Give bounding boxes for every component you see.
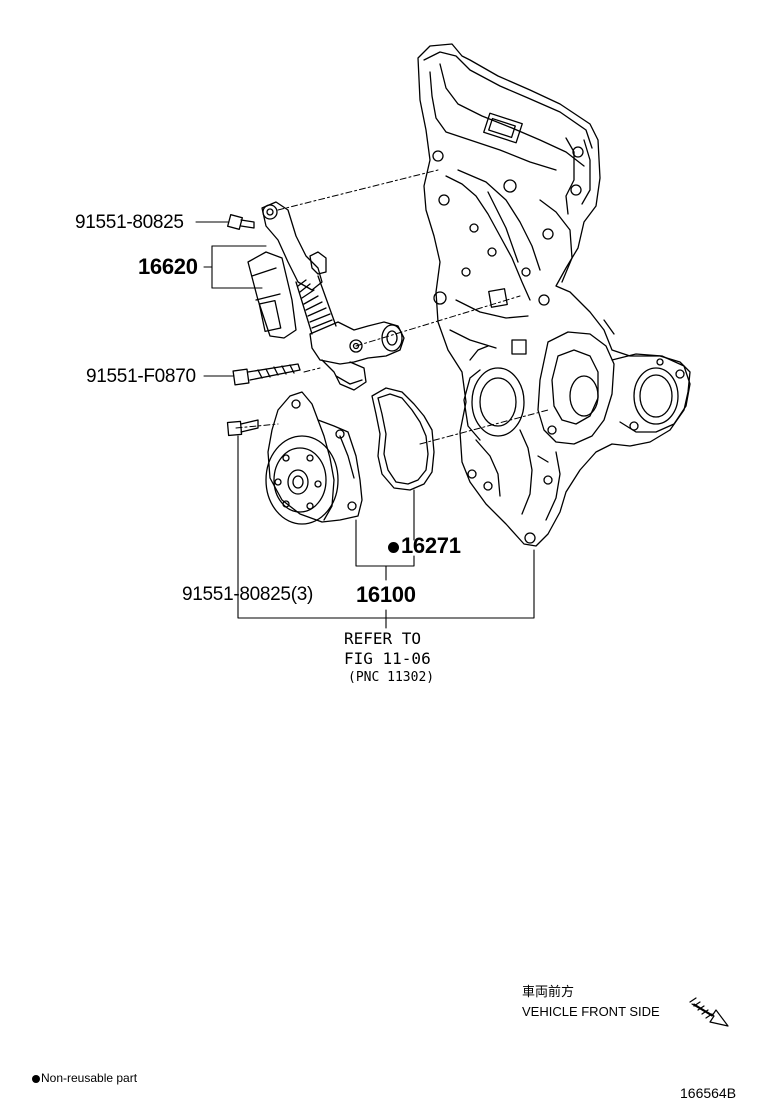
non-reusable-dot-icon (388, 541, 399, 553)
bolt-pump-icon (226, 419, 259, 437)
tensioner-assembly (247, 201, 405, 391)
label-gasket-number: 16271 (401, 533, 461, 558)
label-gasket: 16271 (388, 535, 461, 557)
label-water-pump: 16100 (356, 582, 416, 607)
legend-text: Non-reusable part (41, 1071, 138, 1085)
label-tensioner: 16620 (138, 254, 198, 279)
vehicle-front-arrow-icon (689, 997, 729, 1027)
legend-dot-icon (32, 1074, 40, 1083)
alignment-lines (235, 169, 549, 445)
gasket (371, 387, 435, 491)
leader-lines (195, 221, 535, 629)
refer-line-1: REFER TO (344, 629, 422, 648)
label-bolt-upper: 91551-80825 (75, 212, 184, 233)
label-bolt-pump: 91551-80825(3) (182, 584, 314, 605)
label-bolt-long: 91551-F0870 (86, 366, 196, 387)
refer-line-2: FIG 11-06 (344, 649, 431, 668)
refer-line-3: (PNC 11302) (348, 670, 435, 685)
direction-en: VEHICLE FRONT SIDE (522, 1004, 660, 1019)
water-pump (265, 391, 363, 525)
direction-jp: 車両前方 (522, 985, 575, 1000)
timing-chain-cover (417, 43, 691, 547)
bolt-upper-icon (227, 214, 255, 230)
figure-id: 166564B (680, 1085, 737, 1101)
legend-non-reusable: Non-reusable part (32, 1072, 137, 1084)
bolt-long-icon (232, 363, 301, 386)
